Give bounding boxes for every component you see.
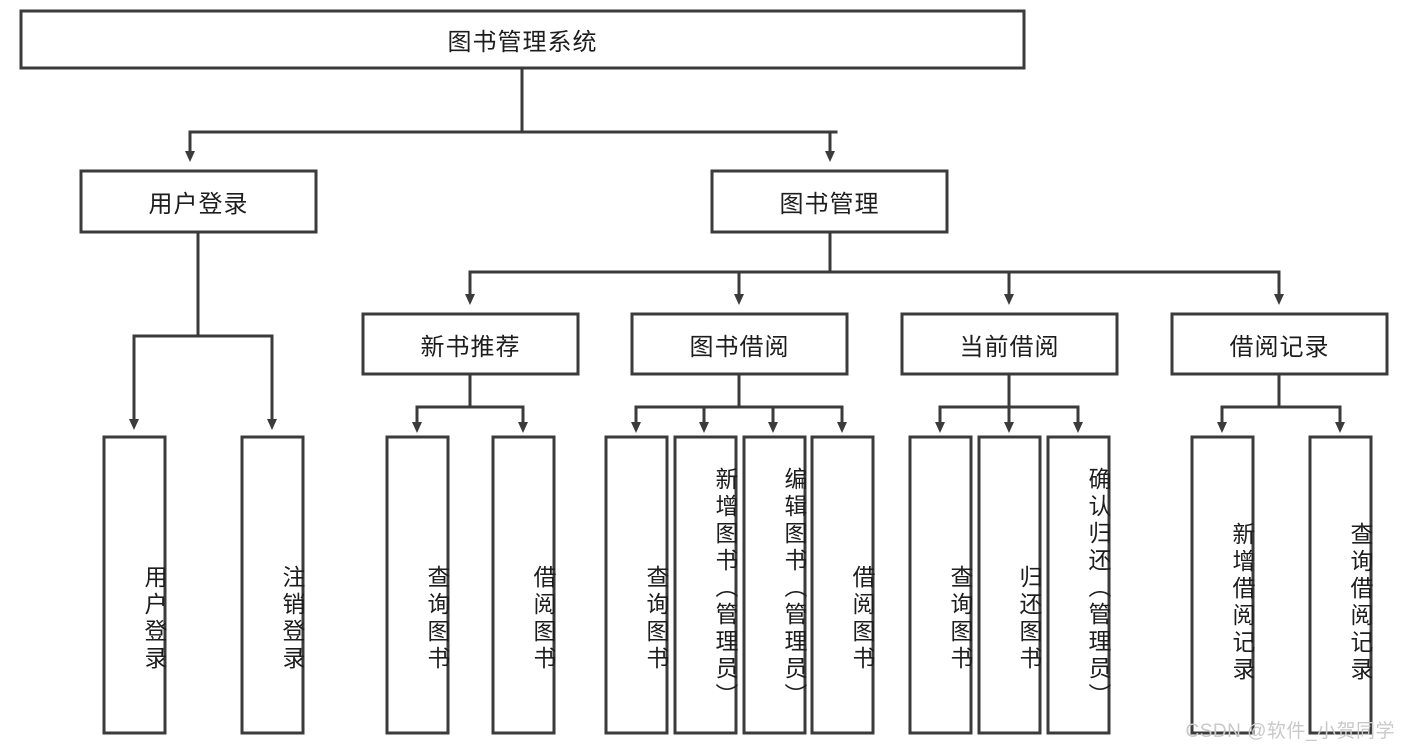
edge-current-to-leaves bbox=[935, 372, 1083, 433]
node-box-leaf-0[interactable] bbox=[102, 435, 167, 735]
node-box-leaf-10[interactable] bbox=[1046, 435, 1111, 735]
node-box-leaf-6[interactable] bbox=[742, 435, 807, 735]
node-box-leaf-4[interactable] bbox=[604, 435, 669, 735]
edge-newbook-to-leaves bbox=[412, 372, 528, 433]
node-box-book-borrow[interactable] bbox=[630, 312, 849, 376]
node-box-leaf-1[interactable] bbox=[240, 435, 305, 735]
node-box-root[interactable] bbox=[19, 9, 1026, 70]
node-box-leaf-12[interactable] bbox=[1308, 435, 1373, 735]
node-box-borrow-records[interactable] bbox=[1170, 312, 1389, 376]
edge-records-to-leaves bbox=[1217, 372, 1345, 433]
node-box-current-borrow[interactable] bbox=[900, 312, 1119, 376]
node-box-leaf-7[interactable] bbox=[810, 435, 875, 735]
node-box-leaf-9[interactable] bbox=[977, 435, 1042, 735]
edge-bookmgmt-to-level3 bbox=[465, 230, 1284, 305]
node-box-leaf-11[interactable] bbox=[1190, 435, 1255, 735]
node-box-book-management[interactable] bbox=[710, 169, 949, 234]
edge-root-to-level2 bbox=[185, 66, 838, 162]
node-box-leaf-8[interactable] bbox=[908, 435, 973, 735]
edge-borrow-to-leaves bbox=[631, 372, 847, 433]
watermark-text: CSDN @软件_小贺同学 bbox=[1185, 721, 1395, 742]
node-box-leaf-2[interactable] bbox=[385, 435, 450, 735]
node-box-leaf-3[interactable] bbox=[491, 435, 556, 735]
node-box-new-book-recommend[interactable] bbox=[361, 312, 580, 376]
node-box-leaf-5[interactable] bbox=[673, 435, 738, 735]
node-box-user-login[interactable] bbox=[79, 169, 318, 234]
edge-userlogin-to-leaves bbox=[129, 230, 277, 430]
